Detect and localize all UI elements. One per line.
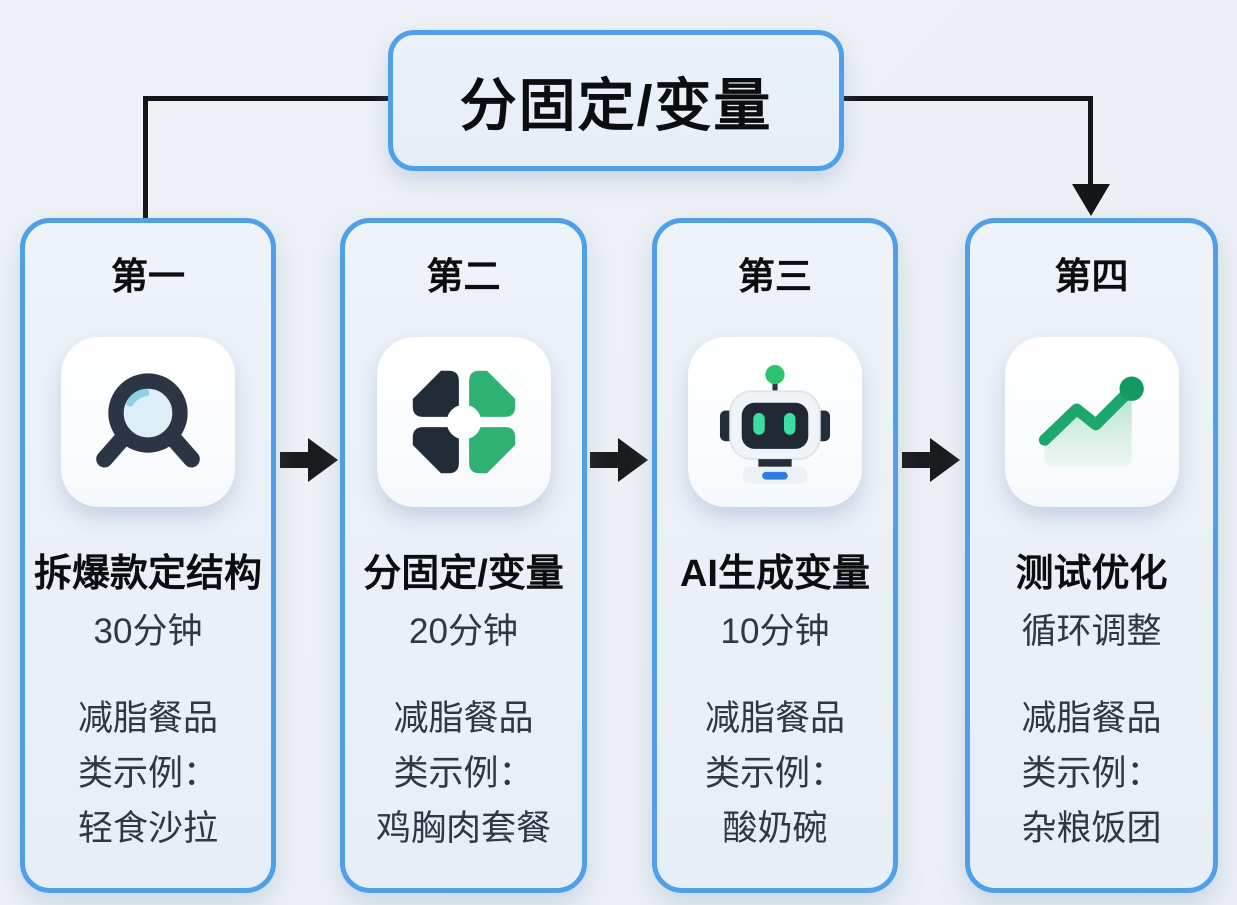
- example-line: 减脂餐品: [704, 699, 845, 738]
- step-label: 第三: [738, 256, 812, 297]
- diagram-title: 分固定/变量: [459, 73, 773, 138]
- step-title: 测试优化: [1015, 553, 1168, 595]
- title-box: 分固定/变量: [388, 30, 844, 171]
- step-label: 第四: [1054, 256, 1129, 297]
- robot-icon: [719, 365, 831, 484]
- example-line: 类示例：: [704, 754, 845, 793]
- step-duration: 20分钟: [409, 612, 518, 651]
- example-line: 鸡胸肉套餐: [375, 809, 551, 848]
- connector-left-vertical: [143, 96, 148, 218]
- flow-arrow-right-icon: [280, 438, 342, 482]
- step-duration: 循环调整: [1021, 612, 1162, 651]
- icon-tile: [1004, 337, 1179, 507]
- magnifier-icon: [96, 373, 200, 468]
- step-label: 第一: [111, 256, 185, 297]
- trend-chart-icon: [1038, 376, 1144, 467]
- example-line: 减脂餐品: [393, 699, 534, 738]
- connector-left-horizontal: [143, 96, 390, 101]
- example-line: 类示例：: [393, 754, 534, 793]
- example-line: 杂粮饭团: [1021, 809, 1162, 848]
- step-title: 拆爆款定结构: [33, 553, 262, 595]
- example-line: 类示例：: [1021, 754, 1162, 793]
- example-line: 类示例：: [77, 754, 218, 793]
- step-example: 减脂餐品 类示例： 鸡胸肉套餐: [376, 691, 551, 856]
- step-example: 减脂餐品 类示例： 杂粮饭团: [1021, 691, 1161, 856]
- step-card-4: 第四 测试优化 循环调整 减脂餐品 类示例： 杂粮饭团: [965, 218, 1218, 893]
- step-card-2: 第二 分固定/变量 20分钟 减脂餐品 类示例： 鸡胸肉套餐: [340, 218, 587, 893]
- flow-arrow-right-icon: [590, 438, 652, 482]
- step-title: AI生成变量: [679, 553, 870, 595]
- step-example: 减脂餐品 类示例： 轻食沙拉: [78, 691, 218, 856]
- icon-tile: [688, 337, 862, 507]
- split-quadrant-icon: [412, 370, 515, 474]
- step-duration: 10分钟: [720, 612, 830, 651]
- example-line: 减脂餐品: [1021, 699, 1162, 738]
- connector-arrowhead-down-icon: [1072, 184, 1110, 216]
- connector-right-vertical: [1088, 96, 1093, 186]
- icon-tile: [61, 337, 235, 507]
- step-duration: 30分钟: [93, 612, 203, 651]
- example-line: 轻食沙拉: [77, 809, 218, 848]
- step-card-1: 第一 拆爆款定结构 30分钟 减脂餐品 类示例： 轻食沙拉: [20, 218, 276, 893]
- connector-right-horizontal: [843, 96, 1092, 101]
- step-example: 减脂餐品 类示例： 酸奶碗: [705, 691, 845, 856]
- icon-tile: [376, 337, 551, 507]
- step-title: 分固定/变量: [363, 553, 564, 595]
- step-label: 第二: [426, 256, 501, 297]
- example-line: 酸奶碗: [722, 809, 828, 848]
- step-card-3: 第三 AI生成变量 10分钟 减脂餐品 类示例： 酸奶碗: [652, 218, 898, 893]
- example-line: 减脂餐品: [77, 699, 218, 738]
- flow-arrow-right-icon: [902, 438, 964, 482]
